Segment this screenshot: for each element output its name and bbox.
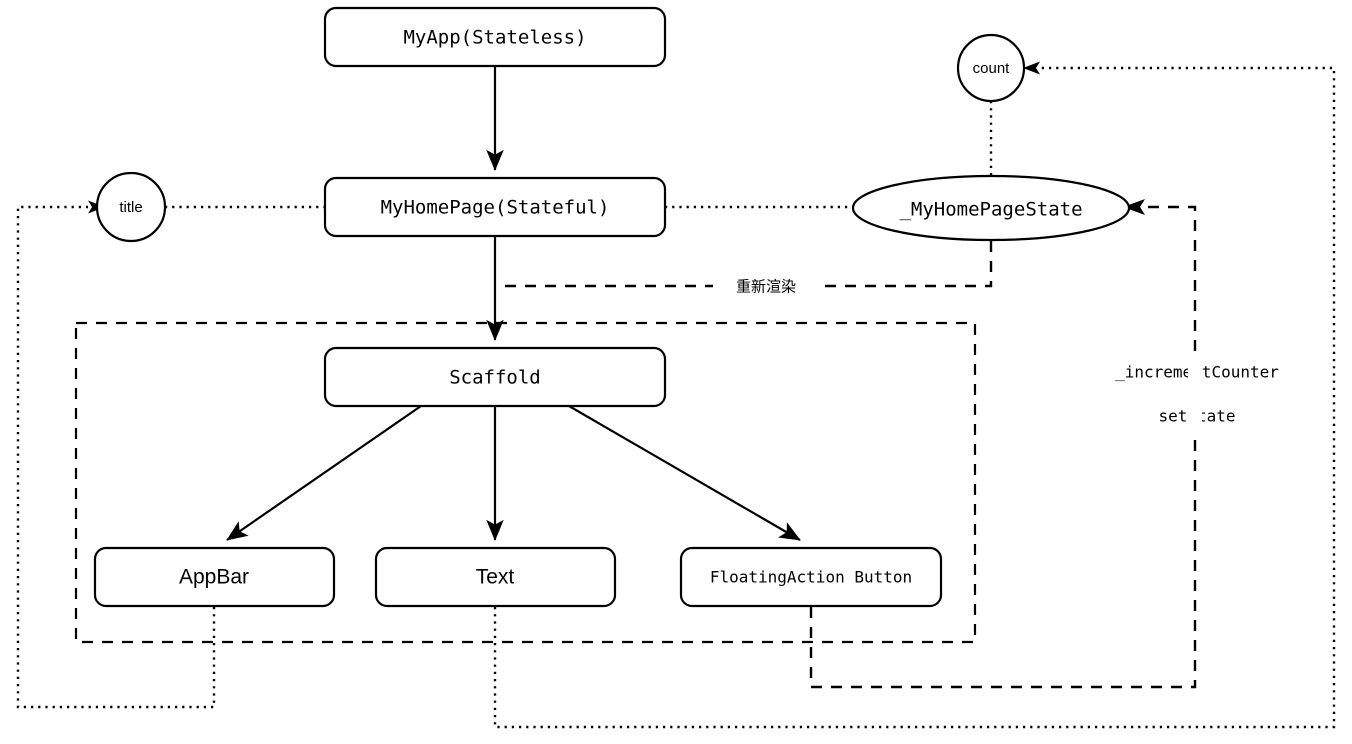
- node-myapp-shape[interactable]: [323, 6, 667, 68]
- node-myapp[interactable]: MyApp(Stateless): [323, 6, 667, 68]
- node-myhomepage[interactable]: MyHomePage(Stateful): [323, 176, 667, 238]
- arrowhead-count: [1023, 61, 1040, 75]
- node-myapp-label: MyApp(Stateless): [403, 27, 586, 49]
- node-appbar-label: AppBar: [179, 566, 249, 589]
- node-count-label: count: [973, 60, 1011, 77]
- node-state-shape[interactable]: [851, 174, 1131, 242]
- node-floating-action-button[interactable]: FloatingAction Button: [679, 546, 943, 608]
- scaffold-group-box: [74, 321, 977, 644]
- edge-text-to-count: [493, 66, 1336, 729]
- edge-state-rerender: [495, 241, 993, 288]
- right-line-gap: [1188, 358, 1202, 434]
- edge-scaffold-to-appbar: [226, 405, 422, 541]
- rerender-label-text: 重新渲染: [736, 278, 796, 296]
- node-myhomepage-shape[interactable]: [323, 176, 667, 238]
- node-appbar-shape[interactable]: [93, 546, 336, 608]
- node-appbar[interactable]: AppBar: [93, 546, 336, 608]
- node-text-label: Text: [476, 566, 515, 589]
- node-myhomepage-label: MyHomePage(Stateful): [381, 197, 610, 219]
- node-fab-label: FloatingAction Button: [710, 568, 912, 587]
- node-title-label: title: [119, 199, 142, 216]
- node-title[interactable]: title: [95, 171, 167, 243]
- edge-appbar-to-title: [16, 205, 216, 709]
- node-count[interactable]: count: [956, 33, 1026, 103]
- node-title-shape[interactable]: [95, 171, 167, 243]
- edge-label-rerender: 重新渲染: [713, 275, 819, 297]
- node-state-label: _MyHomePageState: [899, 199, 1082, 221]
- node-text-shape[interactable]: [374, 546, 617, 608]
- arrowhead-state: [1123, 199, 1145, 215]
- node-scaffold-label: Scaffold: [449, 367, 541, 389]
- node-scaffold[interactable]: Scaffold: [323, 346, 667, 408]
- edge-scaffold-to-fab: [568, 405, 801, 541]
- node-count-shape[interactable]: [956, 33, 1026, 103]
- node-scaffold-shape[interactable]: [323, 346, 667, 408]
- node-text[interactable]: Text: [374, 546, 617, 608]
- node-fab-shape[interactable]: [679, 546, 943, 608]
- node-my-home-page-state[interactable]: _MyHomePageState: [851, 174, 1131, 242]
- edge-fab-to-state: [809, 205, 1197, 689]
- rerender-label-bg: [713, 275, 819, 297]
